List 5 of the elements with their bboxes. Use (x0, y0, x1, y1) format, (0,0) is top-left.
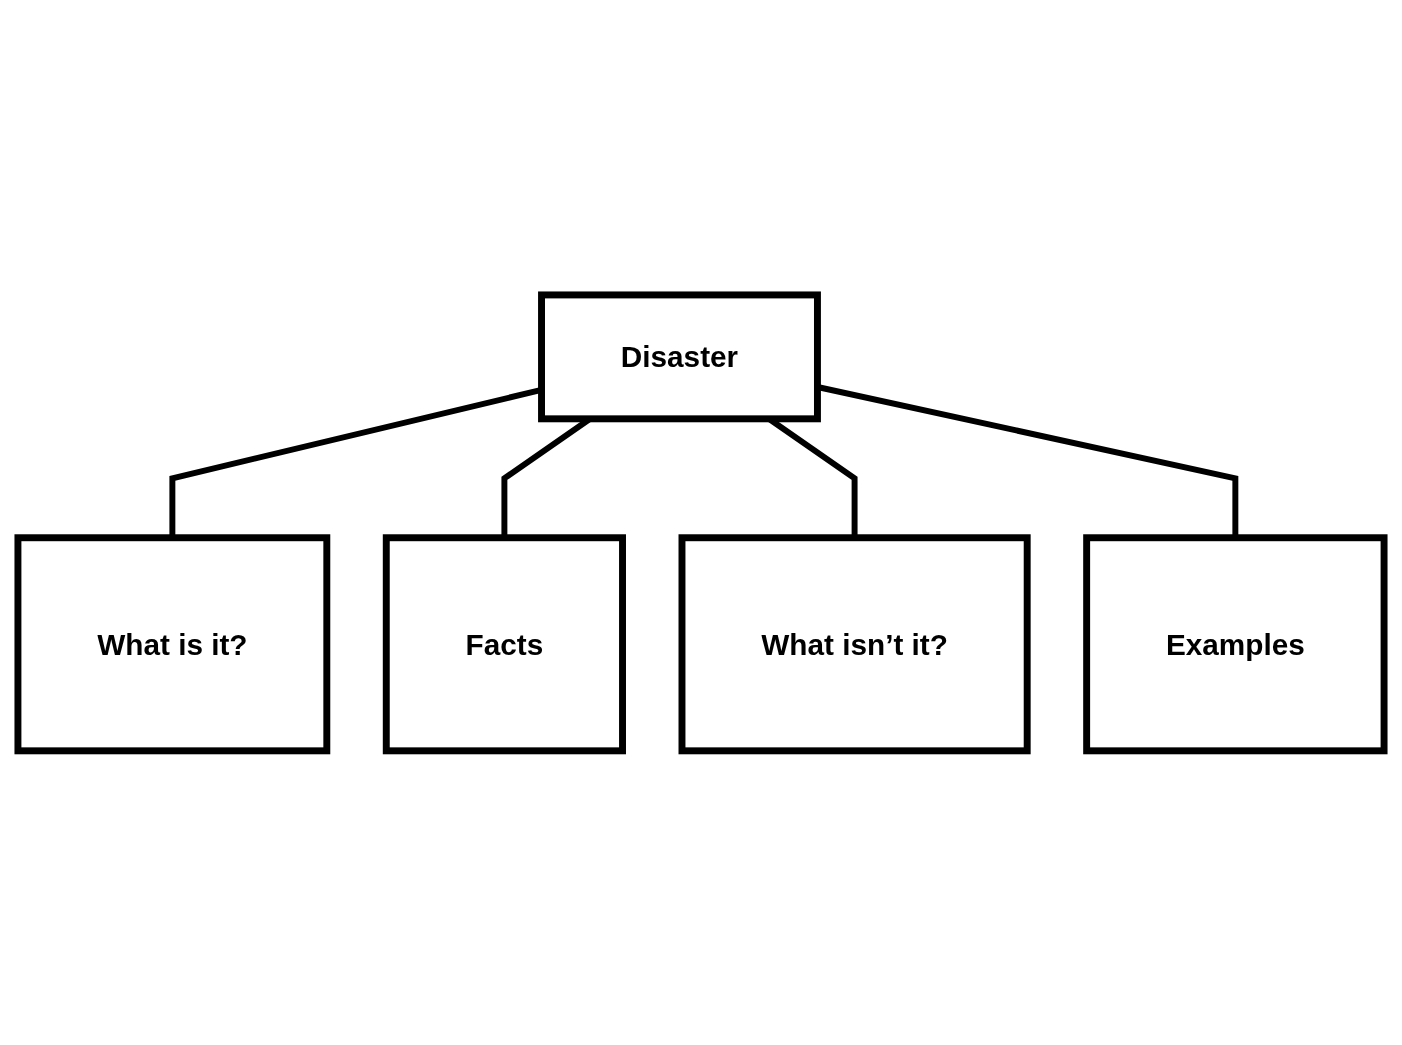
node-box: What isn’t it? (678, 533, 1031, 754)
node-box: Facts (382, 533, 626, 754)
node-box: What is it? (14, 533, 331, 754)
node-box: Examples (1083, 533, 1388, 754)
node-box: Disaster (538, 291, 821, 422)
